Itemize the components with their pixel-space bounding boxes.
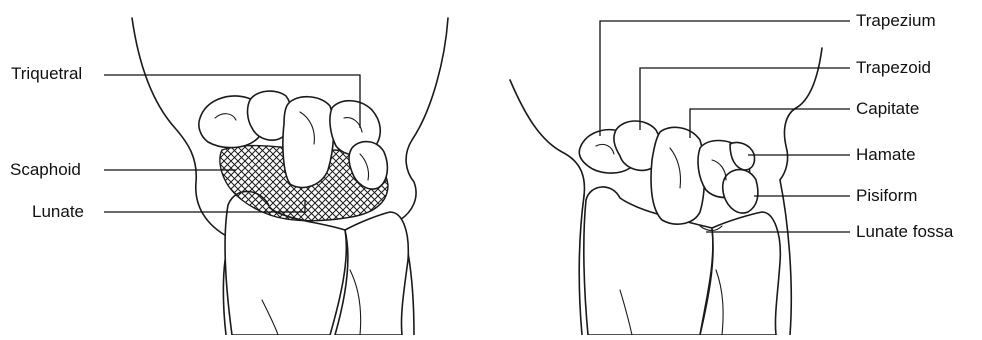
leader-capitate [690, 109, 850, 138]
label-triquetral: Triquetral [11, 65, 82, 82]
label-trapezium: Trapezium [856, 12, 936, 29]
left-carpal-capitate [283, 97, 334, 188]
left-ulna [335, 212, 408, 335]
right-hand-outline [510, 80, 584, 196]
label-lunate: Lunate [32, 203, 84, 220]
leader-trapezoid [640, 68, 850, 130]
right-carpal-capitate [651, 127, 704, 224]
label-scaphoid: Scaphoid [10, 161, 81, 178]
left-hand-outline-right [400, 18, 448, 220]
label-hamate: Hamate [856, 146, 916, 163]
label-trapezoid: Trapezoid [856, 59, 931, 76]
leader-trapezium [600, 21, 850, 136]
right-carpal-pisiform [723, 170, 758, 213]
left-wrist-view [104, 18, 448, 335]
right-wrist-view [510, 21, 850, 335]
label-capitate: Capitate [856, 100, 919, 117]
label-lunate-fossa: Lunate fossa [856, 223, 953, 240]
label-pisiform: Pisiform [856, 187, 917, 204]
